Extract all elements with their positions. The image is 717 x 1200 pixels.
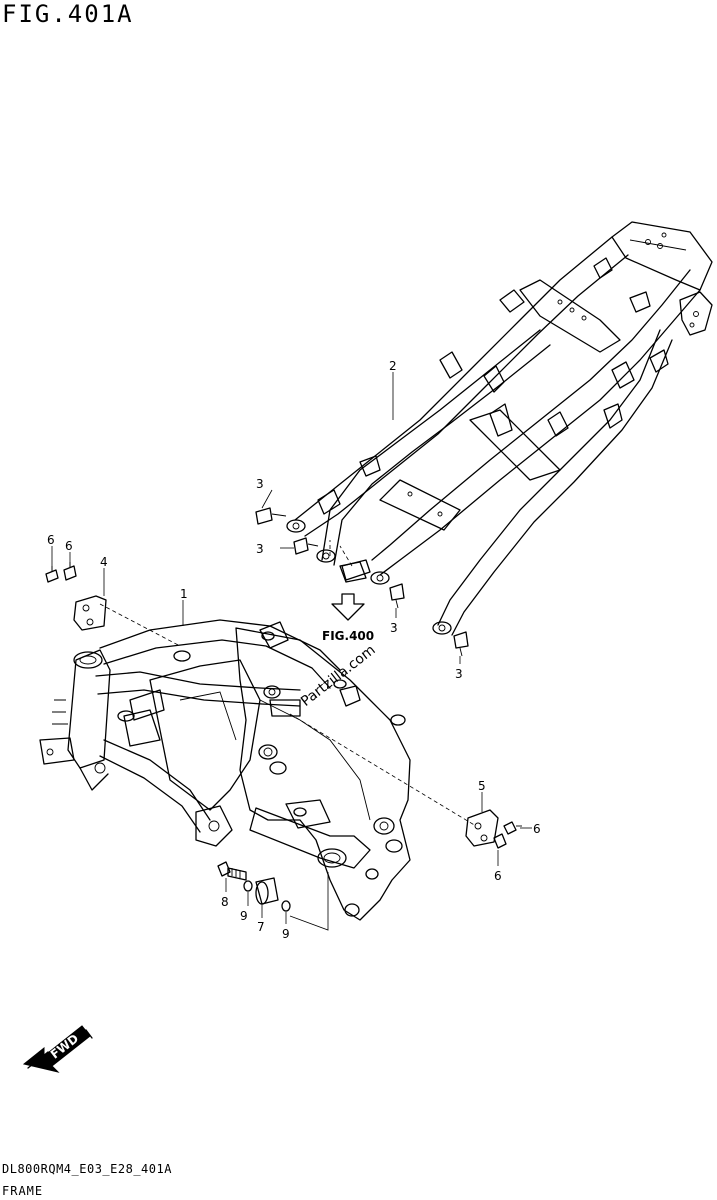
seat-rail-subframe bbox=[286, 221, 713, 636]
callout-6: 6 bbox=[47, 533, 55, 547]
figure-title: FIG.401A bbox=[2, 0, 134, 28]
callout-4: 4 bbox=[100, 555, 108, 569]
reference-arrow bbox=[331, 559, 371, 621]
main-frame bbox=[39, 619, 411, 921]
figure-code: DL800RQM4_E03_E28_401A bbox=[2, 1162, 172, 1176]
fwd-arrow bbox=[22, 1025, 93, 1073]
bolt-part-3 bbox=[255, 507, 469, 657]
spacer-part-7 bbox=[243, 877, 291, 912]
callout-1: 1 bbox=[180, 587, 188, 601]
callout-9: 9 bbox=[282, 927, 290, 941]
callout-6: 6 bbox=[533, 822, 541, 836]
bracket-part-4 bbox=[73, 595, 107, 631]
callout-7: 7 bbox=[257, 920, 265, 934]
callout-9: 9 bbox=[240, 909, 248, 923]
bolt-part-8 bbox=[217, 861, 247, 881]
callout-3: 3 bbox=[256, 477, 264, 491]
callout-5: 5 bbox=[478, 779, 486, 793]
callout-2: 2 bbox=[389, 359, 397, 373]
figure-name: FRAME bbox=[2, 1184, 44, 1198]
callout-3: 3 bbox=[455, 667, 463, 681]
callout-8: 8 bbox=[221, 895, 229, 909]
callout-6: 6 bbox=[494, 869, 502, 883]
callout-3: 3 bbox=[390, 621, 398, 635]
callout-3: 3 bbox=[256, 542, 264, 556]
watermark: Partzilla.com bbox=[298, 642, 378, 710]
callout-6: 6 bbox=[65, 539, 73, 553]
bolt-part-6-left bbox=[45, 562, 77, 583]
bracket-part-5 bbox=[465, 809, 499, 847]
bolt-part-6-right bbox=[493, 821, 522, 849]
leader-lines bbox=[51, 372, 532, 931]
fig-reference-label[interactable]: FIG.400 bbox=[322, 629, 374, 643]
